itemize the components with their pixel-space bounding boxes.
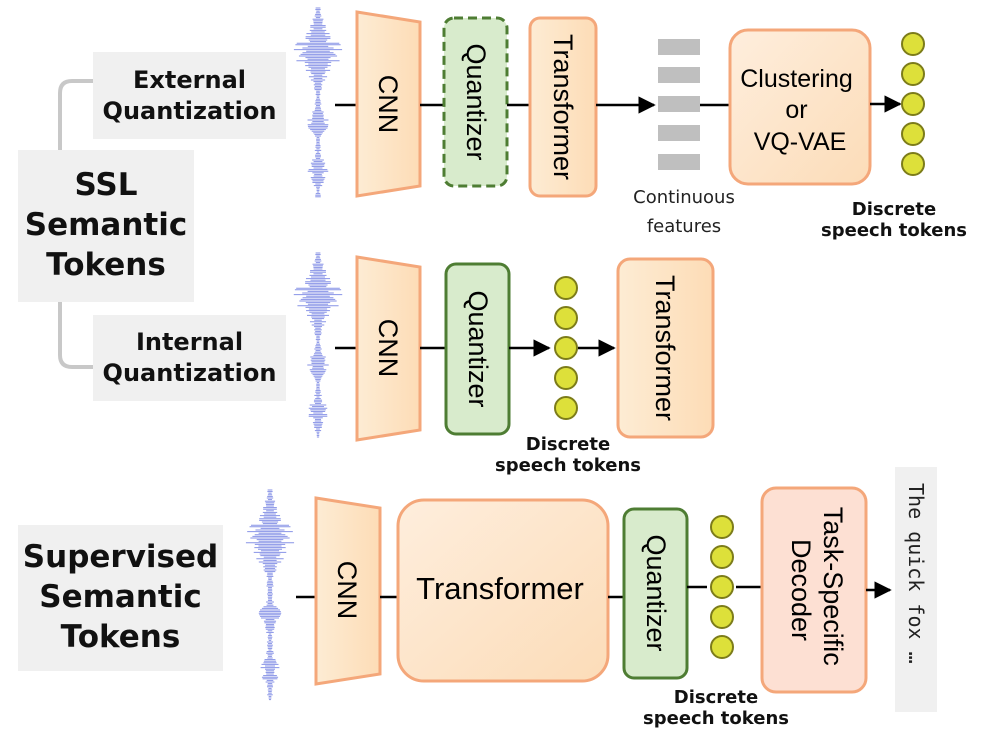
row2-cnn-block: [355, 255, 422, 442]
token-dot: [710, 515, 734, 539]
token-dot: [901, 152, 925, 176]
row3-quantizer-label: Quantizer: [641, 534, 671, 651]
row3-cnn-block: [314, 496, 382, 686]
row3-waveform-icon: [245, 489, 295, 701]
token-dot: [554, 306, 578, 330]
row1-transformer-block: [528, 16, 598, 198]
ssl-semantic-tokens-label: SSL Semantic Tokens: [18, 150, 194, 302]
row1-discrete-tokens: [901, 32, 925, 176]
clustering-line-1: Clustering: [740, 65, 853, 93]
row1-quantizer-block-dashed: [442, 16, 509, 188]
token-dot: [901, 62, 925, 86]
row3-transformer-block: [396, 498, 610, 683]
token-dot: [710, 605, 734, 629]
token-dot: [710, 635, 734, 659]
row2-quantizer-label: Quantizer: [463, 290, 493, 407]
output-text-box: The quick fox …: [895, 467, 937, 712]
row1-tokens-caption: Discrete speech tokens: [821, 199, 967, 241]
clustering-line-3: VQ-VAE: [754, 128, 847, 156]
decoder-line-1: Task-Specific: [818, 507, 848, 666]
decoder-line-2: Decoder: [786, 539, 816, 641]
row3-quantizer-block: [622, 507, 689, 680]
row3-cnn-label: CNN: [332, 561, 362, 620]
token-dot: [901, 92, 925, 116]
token-dot: [710, 545, 734, 569]
token-dot: [554, 276, 578, 300]
output-text: The quick fox …: [904, 483, 928, 664]
row3-transformer-label: Transformer: [416, 571, 584, 606]
row2-transformer-block: [616, 257, 715, 439]
row2-transformer-label: Transformer: [650, 275, 680, 421]
clustering-vq-vae-block: [728, 28, 872, 186]
internal-quantization-label: Internal Quantization: [93, 315, 286, 401]
row1-cnn-label: CNN: [373, 75, 403, 134]
external-quantization-label: External Quantization: [93, 52, 286, 139]
row2-tokens-caption: Discrete speech tokens: [495, 434, 641, 476]
row1-quantizer-label: Quantizer: [461, 43, 491, 160]
row1-transformer-label: Transformer: [548, 34, 578, 180]
continuous-features-caption: Continuous features: [633, 187, 735, 237]
row3-tokens-caption: Discrete speech tokens: [643, 687, 789, 729]
token-dot: [901, 32, 925, 56]
token-dot: [901, 122, 925, 146]
continuous-features-icon: [658, 39, 700, 170]
row3-discrete-tokens: [710, 515, 734, 659]
row1-waveform-icon: [293, 7, 343, 198]
supervised-semantic-tokens-label: Supervised Semantic Tokens: [18, 525, 223, 671]
token-dot: [554, 366, 578, 390]
row1-cnn-block: [355, 10, 422, 198]
svg-text:Clustering or VQ-VAE: Clustering or VQ-VAE: [740, 65, 860, 156]
token-dot: [554, 396, 578, 420]
token-dot: [710, 575, 734, 599]
row2-discrete-tokens: [554, 276, 578, 420]
clustering-line-2: or: [785, 96, 807, 124]
row2-waveform-icon: [293, 252, 343, 438]
svg-text:Task-Specific Decoder: Task-Specific Decoder: [786, 507, 848, 674]
token-dot: [554, 336, 578, 360]
row2-cnn-label: CNN: [373, 319, 403, 378]
